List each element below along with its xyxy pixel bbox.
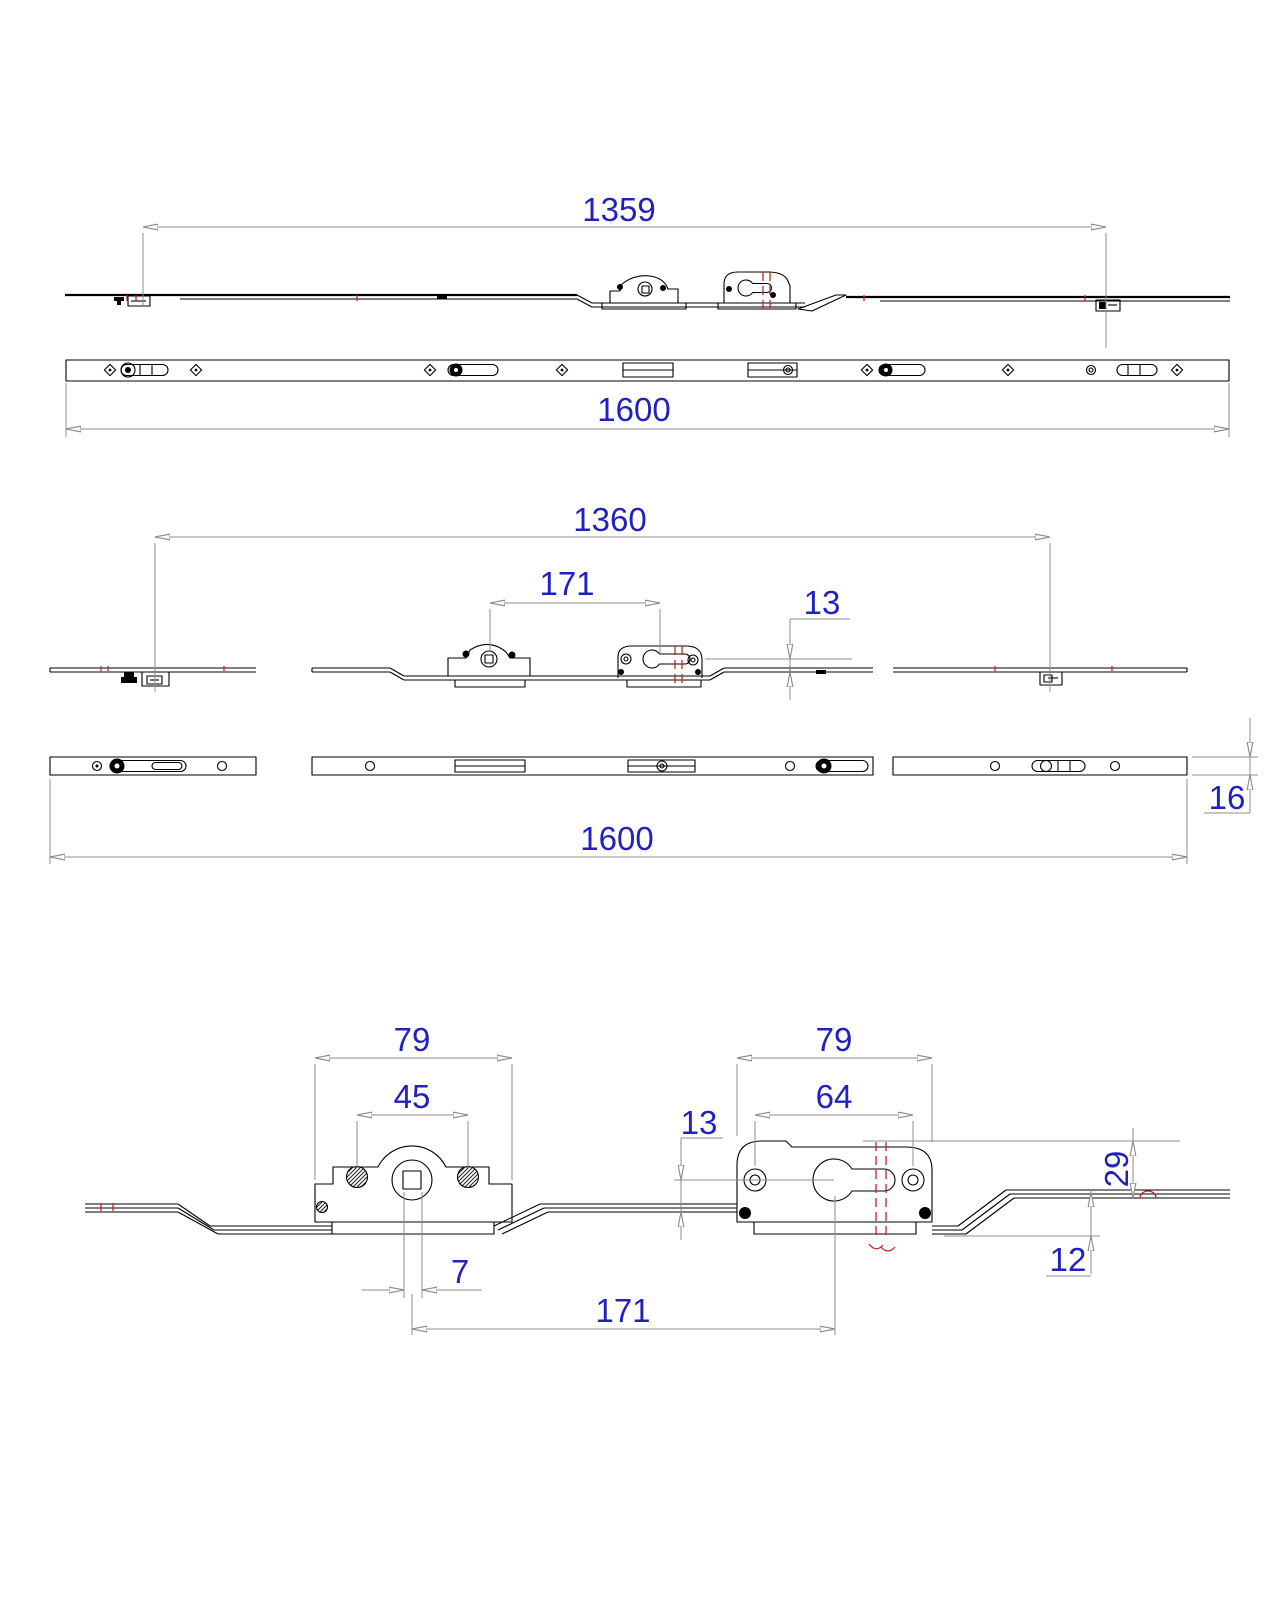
view-middle-profile bbox=[49, 643, 1188, 688]
dim-7: 7 bbox=[362, 1192, 482, 1298]
dim-13-middle: 13 bbox=[705, 584, 852, 700]
dim-1360: 1360 bbox=[154, 501, 1051, 692]
drive-rail-top bbox=[65, 293, 1230, 308]
faceplate-windows-mid bbox=[454, 759, 696, 773]
dim-1600-top: 1600 bbox=[65, 383, 1230, 437]
rivet bbox=[739, 1207, 751, 1219]
gearbox1-detail bbox=[314, 1145, 513, 1235]
dim-171-middle-label: 171 bbox=[539, 565, 594, 602]
dim-29-label: 29 bbox=[1098, 1151, 1135, 1188]
dim-1359: 1359 bbox=[142, 191, 1107, 348]
dim-64-label: 64 bbox=[816, 1078, 853, 1115]
gearbox-keyhole-profile-mid bbox=[617, 645, 703, 688]
dim-29: 29 bbox=[863, 1128, 1180, 1198]
spindle-square bbox=[402, 1170, 422, 1190]
dim-16: 16 bbox=[1192, 718, 1258, 816]
red-tick-marks-top bbox=[126, 295, 1086, 301]
mounting-plate bbox=[331, 1221, 495, 1235]
end-latch bbox=[1039, 671, 1063, 686]
tilt-flap bbox=[797, 294, 847, 312]
dim-13-middle-label: 13 bbox=[804, 584, 841, 621]
view-detail-gearboxes bbox=[85, 1140, 1230, 1252]
keyhole-slot bbox=[737, 279, 773, 297]
faceplate-windows-top bbox=[622, 362, 798, 378]
mushroom-cam bbox=[121, 672, 137, 683]
dim-171-detail-label: 171 bbox=[595, 1292, 650, 1329]
dim-79-left-label: 79 bbox=[394, 1021, 431, 1058]
spindle-hub bbox=[480, 650, 498, 668]
dim-45-label: 45 bbox=[394, 1078, 431, 1115]
gearbox-small-profile-top bbox=[601, 275, 687, 310]
screw-boss-left bbox=[345, 1165, 369, 1189]
screw-boss-right bbox=[456, 1165, 480, 1189]
view-top-profile bbox=[65, 271, 1230, 312]
faceplate-screw-holes-top bbox=[103, 363, 1184, 377]
gearbox-keyhole-profile-top bbox=[717, 271, 797, 310]
dim-1600-top-label: 1600 bbox=[597, 391, 670, 428]
keyhole-slot bbox=[812, 1158, 896, 1202]
dim-1600-middle: 1600 bbox=[49, 779, 1188, 864]
drive-rail-mid-seg3 bbox=[893, 666, 1188, 686]
dim-1359-label: 1359 bbox=[582, 191, 655, 228]
dim-13-detail-label: 13 bbox=[681, 1104, 718, 1141]
dim-16-label: 16 bbox=[1209, 779, 1246, 816]
dim-7-label: 7 bbox=[451, 1253, 469, 1290]
keyhole-slot bbox=[642, 649, 691, 669]
drive-rail-mid-seg1 bbox=[49, 666, 256, 687]
rail-detail-left bbox=[85, 1203, 332, 1235]
dim-45: 45 bbox=[356, 1078, 469, 1168]
dim-79-right: 79 bbox=[736, 1021, 933, 1142]
rivet bbox=[315, 1200, 329, 1214]
view-top-faceplate bbox=[65, 359, 1230, 382]
dim-12: 12 bbox=[944, 1190, 1100, 1278]
dim-79-right-label: 79 bbox=[816, 1021, 853, 1058]
dim-171-detail: 171 bbox=[411, 1196, 836, 1335]
rail-detail-between bbox=[493, 1203, 737, 1235]
faceplate-cam-slots-mid bbox=[109, 758, 1086, 774]
spindle-hub bbox=[391, 1159, 433, 1201]
dim-79-left: 79 bbox=[314, 1021, 513, 1180]
drive-rail-mid-seg2 bbox=[311, 666, 873, 681]
faceplate-cam-slots-top bbox=[120, 362, 1158, 378]
faceplate-screw-holes-mid bbox=[91, 760, 1121, 772]
dim-1600-middle-label: 1600 bbox=[580, 820, 653, 857]
view-middle-faceplate bbox=[49, 756, 1188, 776]
dim-12-label: 12 bbox=[1050, 1241, 1087, 1278]
dim-1360-label: 1360 bbox=[573, 501, 646, 538]
dim-13-detail: 13 bbox=[674, 1104, 834, 1240]
spindle-square bbox=[484, 654, 494, 664]
end-latch-right bbox=[1095, 299, 1121, 312]
rivet bbox=[919, 1207, 931, 1219]
gearbox-small-profile-mid bbox=[447, 643, 531, 688]
rail-detail-right bbox=[932, 1189, 1230, 1235]
dim-171-middle: 171 bbox=[489, 565, 661, 655]
end-latch-left bbox=[114, 295, 151, 307]
dim-64: 64 bbox=[754, 1078, 914, 1166]
